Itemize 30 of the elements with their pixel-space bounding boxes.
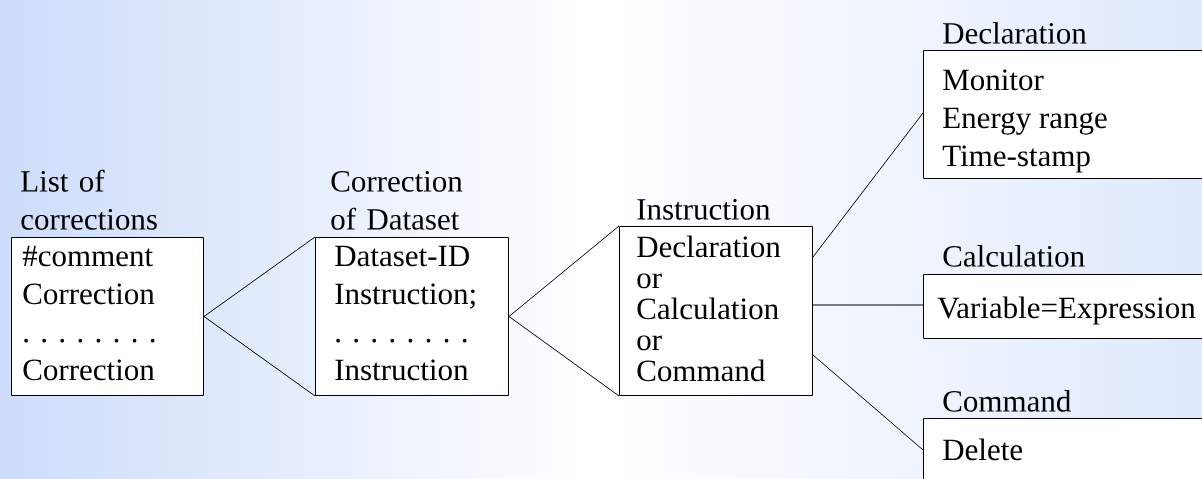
fan-connector [508,225,620,397]
list-box: Monitor Energy range Time-stamp [923,50,1202,179]
node-label: #comment [22,245,153,267]
connector-line [812,304,924,306]
node-label: Command [637,359,765,382]
box-heading: Correction of Dataset [331,170,463,230]
box-heading: Calculation [943,245,1085,267]
connector-line [812,354,924,451]
node-label: or [637,273,662,289]
fan-connector [203,236,316,397]
node-label: . . . . . . . . [24,338,155,343]
list-box: #comment Correction . . . . . . . . Correction [11,237,204,396]
box-heading: Declaration [943,22,1087,44]
box-heading: Command [943,389,1071,412]
node-label: Instruction; [335,283,475,309]
box-heading: Instruction [637,198,771,220]
list-box: Delete [923,418,1202,479]
node-label: . . . . . . . . [336,338,467,343]
node-label: Correction [23,359,155,381]
node-label: Correction [23,283,155,305]
node-label: Dataset-ID [335,245,469,267]
node-label: Calculation [637,297,779,320]
node-label: Instruction [335,359,469,381]
list-box: Variable=Expression [923,274,1202,339]
list-box: Declaration or Calculation or Command [619,226,813,396]
box-heading: List of corrections [21,169,157,230]
connector-line [812,112,924,258]
node-label: or [637,335,662,351]
list-box: Dataset-ID Instruction; . . . . . . . . Instruction [315,237,509,396]
node-label: Declaration [637,235,781,258]
